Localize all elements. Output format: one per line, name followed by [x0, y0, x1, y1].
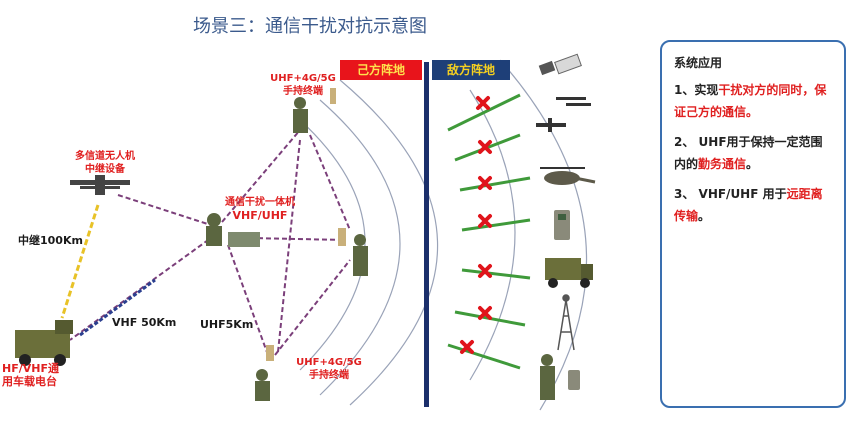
uhf-distance-label: UHF5Km: [200, 318, 254, 331]
vehicle-icon: [15, 320, 73, 366]
item1-prefix: 1、实现: [674, 83, 719, 97]
arc-own-3: [339, 79, 439, 406]
jam-beam-5: [461, 268, 531, 280]
uhf-bot-line1: UHF+4G/5G: [296, 357, 362, 368]
item3-prefix: 3、 VHF/UHF 用于: [674, 187, 787, 201]
uhf-bot-line2: 手持终端: [309, 370, 349, 381]
jam-beam-3: [459, 176, 531, 192]
jammer-line2: VHF/UHF: [232, 209, 288, 222]
jam-beam-7: [447, 343, 521, 370]
panel-item-1: 1、实现干扰对方的同时，保证己方的通信。: [674, 79, 834, 123]
cross-icon: [478, 264, 492, 278]
jam-beam-1: [447, 93, 521, 132]
link-vhf: [79, 278, 156, 337]
soldier-icon: [540, 354, 555, 400]
link-top-bottom: [277, 139, 301, 353]
item2-highlight: 勤务通信: [698, 157, 747, 171]
arc-enemy-1: [469, 89, 516, 381]
item2-suffix: 。: [746, 157, 759, 171]
jammer-icon: [206, 213, 260, 247]
radio-icon: [568, 370, 580, 390]
link-top-mid: [309, 134, 351, 231]
link-bottom-mid: [274, 259, 351, 356]
link-jammer-mid: [249, 237, 346, 241]
item3-highlight: 远距离传输: [674, 187, 823, 223]
system-application-panel: 系统应用 1、实现干扰对方的同时，保证己方的通信。 2、 UHF用于保持一定范围…: [660, 40, 846, 408]
uhf-terminal-bottom-label: UHF+4G/5G 手持终端: [284, 356, 374, 382]
item2-prefix: 2、 UHF用于保持一定范围内的: [674, 135, 823, 171]
truck-icon: [545, 258, 593, 288]
uav-line2: 中继设备: [85, 164, 125, 175]
cross-icon: [478, 214, 492, 228]
vehicle-line1: HF/VHF通: [2, 362, 59, 375]
jammer-line1: 通信干扰一体机: [225, 197, 295, 208]
page-title: 场景三：通信干扰对抗示意图: [193, 16, 427, 37]
jam-beam-4: [461, 218, 531, 232]
panel-item-3: 3、 VHF/UHF 用于远距离传输。: [674, 183, 834, 227]
item1-highlight: 干扰对方的同时，: [718, 83, 815, 97]
uhf-top-line1: UHF+4G/5G: [270, 73, 336, 84]
item3-suffix: 。: [698, 209, 711, 223]
arc-own-1: [299, 119, 366, 371]
cross-icon: [478, 176, 492, 190]
arc-enemy-2: [499, 59, 588, 411]
front-line-divider: [424, 62, 429, 407]
soldier-icon: [338, 228, 368, 276]
link-relay: [60, 204, 100, 319]
link-jammer-bottom: [227, 244, 269, 356]
radio-icon: [330, 88, 336, 104]
soldier-icon: [293, 97, 308, 133]
uav-icon: [70, 175, 130, 195]
drone-icon: [536, 97, 591, 132]
relay-distance-label: 中继100Km: [18, 234, 83, 247]
item1-highlight-2: 保证己方的通信。: [674, 83, 827, 119]
cross-icon: [476, 96, 490, 110]
enemy-side-header: 敌方阵地: [432, 60, 510, 80]
cross-icon: [478, 306, 492, 320]
panel-item-2: 2、 UHF用于保持一定范围内的勤务通信。: [674, 131, 834, 175]
soldier-icon: [255, 345, 274, 401]
cross-icon: [460, 340, 474, 354]
tower-icon: [557, 294, 575, 351]
jammer-label: 通信干扰一体机 VHF/UHF: [205, 196, 315, 222]
vehicle-radio-label: HF/VHF通 用车载电台: [2, 362, 82, 388]
cross-icon-group: [460, 96, 492, 354]
uhf-top-line2: 手持终端: [283, 86, 323, 97]
vhf-distance-label: VHF 50Km: [112, 316, 177, 329]
satellite-icon: [538, 53, 582, 76]
link-jammer-top: [221, 129, 301, 223]
radio-icon: [554, 210, 570, 240]
own-side-header: 己方阵地: [340, 60, 422, 80]
arc-own-2: [319, 99, 401, 396]
panel-title: 系统应用: [674, 56, 723, 70]
uav-relay-label: 多信道无人机 中继设备: [60, 150, 150, 176]
vehicle-line2: 用车载电台: [2, 375, 57, 388]
helicopter-icon: [540, 167, 596, 185]
uhf-terminal-top-label: UHF+4G/5G 手持终端: [258, 72, 348, 98]
cross-icon: [478, 140, 492, 154]
link-uav-jammer: [117, 194, 221, 229]
uav-line1: 多信道无人机: [75, 151, 135, 162]
